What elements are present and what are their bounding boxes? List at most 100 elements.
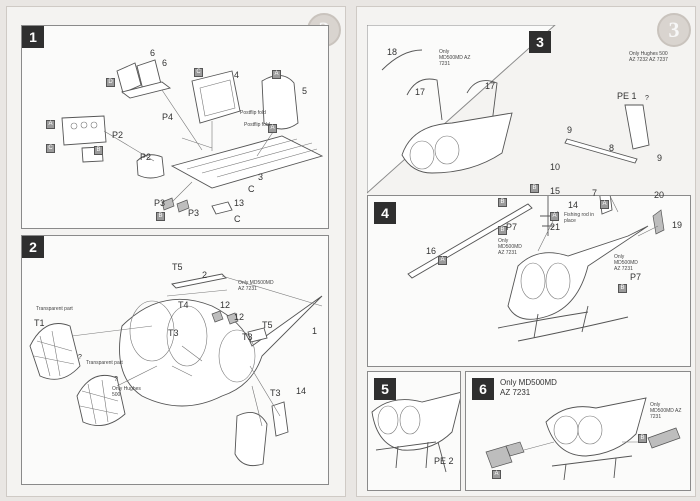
part-label: 7 [592, 188, 598, 198]
step-2-panel: 2 T5 2 T1 T4 T3 [21, 235, 329, 485]
question-icon: ? [114, 376, 118, 383]
part-label: P7 [506, 222, 518, 232]
marker-box: A [438, 256, 447, 265]
transparent-note: Transparent part [36, 306, 73, 312]
variant-note: Only MD500MD AZ 7231 [498, 238, 522, 256]
step-number: 6 [472, 378, 494, 400]
step-number: 2 [22, 236, 44, 258]
marker-box: D [106, 78, 115, 87]
part-label: 17 [415, 87, 426, 97]
page-number: 3 [657, 13, 691, 47]
part-label: T3 [168, 328, 179, 338]
part-label: 3 [258, 172, 264, 182]
step-number: 4 [374, 202, 396, 224]
marker-box: A [600, 200, 609, 209]
part-label: 6 [150, 48, 156, 58]
part-label: 16 [426, 246, 437, 256]
part-label: T1 [34, 318, 45, 328]
part-label: T3 [242, 332, 253, 342]
rotor-head-drawing [564, 138, 638, 164]
part-label: 5 [302, 86, 308, 96]
step-3-panel: 18 17 17 Only MD500MD AZ 7231 [367, 25, 557, 195]
part-label: T3 [270, 388, 281, 398]
part-label: PE 2 [434, 456, 454, 466]
marker-box: A [272, 70, 281, 79]
step-4-panel: 4 7 10 15 14 P7 21 16 20 19 P7 A B [367, 162, 691, 367]
part-label: 15 [550, 186, 561, 196]
part-label: 10 [550, 162, 561, 172]
step-1-panel: 1 6 6 [21, 25, 329, 229]
part-label: P3 [188, 208, 200, 218]
pe1-drawing [624, 104, 650, 150]
transparent-note: Transparent part [86, 360, 123, 366]
part-label: T4 [178, 300, 189, 310]
part-label: 9 [657, 153, 663, 163]
assembly-note: Fishing rod in place [564, 212, 595, 224]
part-label: P4 [162, 112, 174, 122]
step-number: 3 [529, 31, 551, 53]
marker-box: B [498, 198, 507, 207]
part-label: 14 [568, 200, 579, 210]
step-3-drawing [367, 25, 556, 194]
marker-box: A [46, 120, 55, 129]
marker-box: B [618, 284, 627, 293]
part-label: P2 [140, 152, 152, 162]
part-label: 12 [220, 300, 231, 310]
step-2-drawing [29, 273, 323, 467]
part-label: P2 [112, 130, 124, 140]
fold-note: Postflip fold [240, 110, 266, 116]
instruction-page-right: 3 18 17 17 Only MD500MD AZ 7231 3 PE 1 O… [356, 6, 696, 497]
part-label: C [248, 184, 255, 194]
part-label: P7 [630, 272, 642, 282]
part-label: 19 [672, 220, 683, 230]
instruction-page-left: 2 1 [6, 6, 346, 497]
variant-note: Only MD500MD AZ 7231 [439, 49, 471, 67]
marker-box: B [156, 212, 165, 221]
part-label: 1 [312, 326, 318, 336]
marker-box: A [268, 124, 277, 133]
part-label: T5 [172, 262, 183, 272]
step-4-drawing [407, 196, 665, 342]
marker-box: C [46, 144, 55, 153]
variant-note: Only MD500MD AZ 7231 [650, 402, 682, 420]
part-label: 17 [485, 81, 496, 91]
step-6-heading: Only MD500MD AZ 7231 [500, 378, 557, 397]
part-label: 12 [234, 312, 245, 322]
part-label: T5 [262, 320, 273, 330]
variant-note: Only Hughes 500 [112, 386, 141, 398]
variant-note: Only Hughes 500 AZ 7232 AZ 7237 [629, 51, 668, 63]
part-label: 14 [296, 386, 307, 396]
marker-box: B [530, 184, 539, 193]
variant-note: Only MD500MD AZ 7231 [238, 280, 274, 292]
step-number: 5 [374, 378, 396, 400]
step-number: 1 [22, 26, 44, 48]
marker-box: B [638, 434, 647, 443]
step-5-panel: 5 PE 2 [367, 371, 461, 491]
part-label: PE 1 [617, 91, 637, 101]
part-label: 8 [609, 143, 615, 153]
part-label: 9 [567, 125, 573, 135]
question-icon: ? [645, 95, 649, 102]
marker-box: A [492, 470, 501, 479]
marker-box: C [194, 68, 203, 77]
part-label: 20 [654, 190, 665, 200]
question-icon: ? [78, 354, 82, 361]
part-label: 21 [550, 222, 561, 232]
step-3-badge: 3 [529, 31, 551, 53]
marker-box: B [498, 226, 507, 235]
part-label: C [234, 214, 241, 224]
part-label: 13 [234, 198, 245, 208]
variant-note: Only MD500MD AZ 7231 [614, 254, 638, 272]
step-6-drawing [485, 397, 681, 481]
part-label: P3 [154, 198, 166, 208]
step-6-panel: 6 Only MD500MD AZ 7231 A B Only MD500MD … [465, 371, 691, 491]
part-label: 18 [387, 47, 398, 57]
part-label: 6 [162, 58, 168, 68]
part-label: 2 [202, 270, 208, 280]
step-5-drawing [371, 392, 460, 473]
marker-box: B [94, 146, 103, 155]
step-1-drawing [61, 59, 324, 215]
marker-box: A [550, 212, 559, 221]
part-label: 4 [234, 70, 240, 80]
fold-note: Postflip fold [244, 122, 270, 128]
